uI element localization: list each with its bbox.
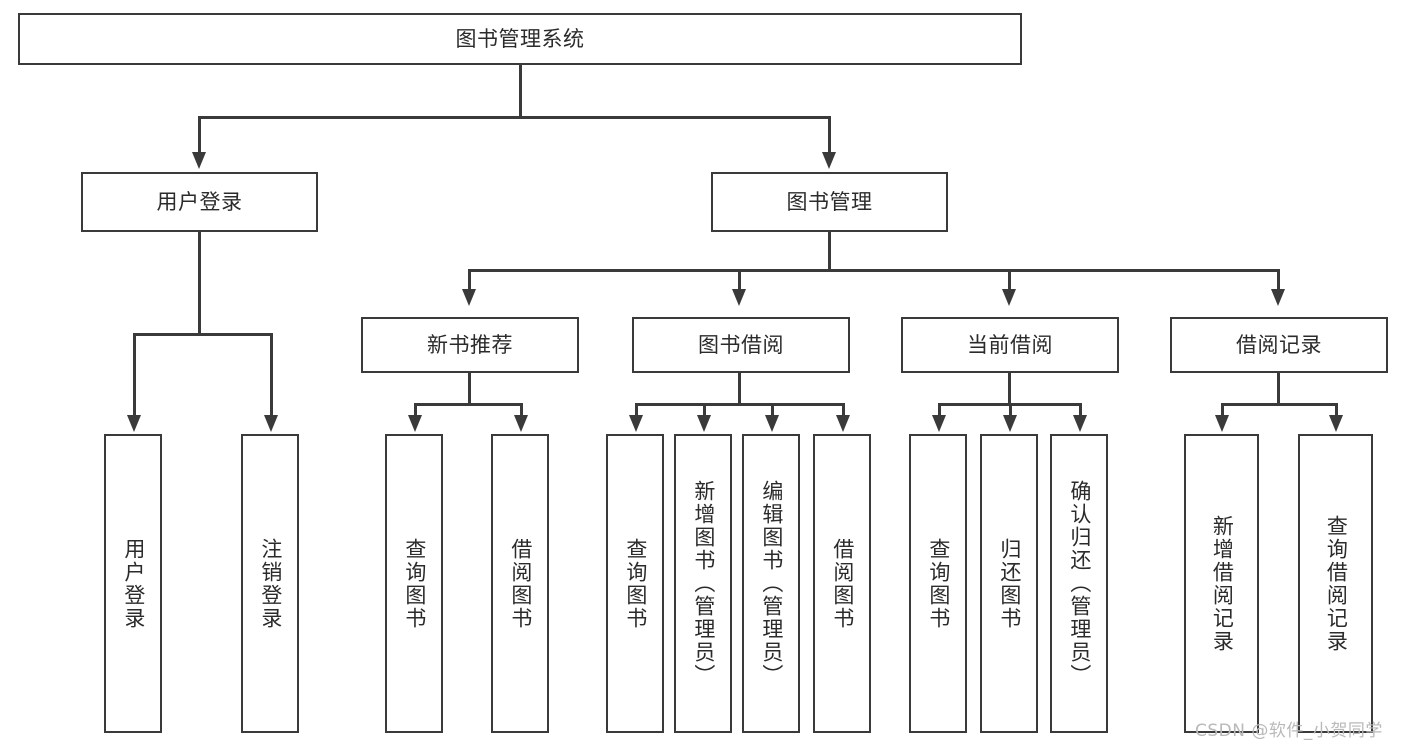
- node-leaf-edit-book[interactable]: 编辑图书（管理员）: [742, 434, 800, 733]
- edge-book-management-bar: [468, 269, 1279, 272]
- node-leaf-borrow-book-1[interactable]: 借阅图书: [491, 434, 549, 733]
- arrow-root-to-book-management: [822, 152, 836, 169]
- arrow-bm-to-book-borrow: [732, 289, 746, 306]
- node-leaf-edit-book-label: 编辑图书（管理员）: [759, 480, 784, 687]
- edge-user-login-bar: [133, 333, 272, 336]
- node-leaf-add-record-label: 新增借阅记录: [1210, 514, 1235, 653]
- node-leaf-return-book-label: 归还图书: [997, 537, 1022, 630]
- arrow-bm-to-current-borrow: [1002, 289, 1016, 306]
- arrow-bb-to-leaf-1: [629, 415, 643, 432]
- node-root-label: 图书管理系统: [455, 26, 585, 51]
- edge-br-to-leaf-1: [1221, 403, 1224, 417]
- node-user-login-label: 用户登录: [156, 189, 243, 214]
- edge-user-login-to-leaf-1: [133, 333, 136, 417]
- arrow-user-login-to-leaf-2: [264, 415, 278, 432]
- node-leaf-confirm-return[interactable]: 确认归还（管理员）: [1050, 434, 1108, 733]
- edge-cb-to-leaf-3: [1079, 403, 1082, 417]
- node-user-login[interactable]: 用户登录: [81, 172, 318, 232]
- node-current-borrow-label: 当前借阅: [967, 332, 1053, 357]
- node-current-borrow[interactable]: 当前借阅: [901, 317, 1119, 373]
- node-leaf-add-record[interactable]: 新增借阅记录: [1184, 434, 1259, 733]
- node-leaf-query-book-1-label: 查询图书: [402, 537, 427, 630]
- node-leaf-query-record-label: 查询借阅记录: [1324, 514, 1349, 653]
- node-leaf-logout-label: 注销登录: [258, 537, 283, 630]
- node-leaf-confirm-return-label: 确认归还（管理员）: [1067, 480, 1092, 687]
- arrow-user-login-to-leaf-1: [127, 415, 141, 432]
- edge-borrow-record-stem: [1277, 373, 1280, 405]
- edge-br-to-leaf-2: [1335, 403, 1338, 417]
- edge-cb-to-leaf-1: [938, 403, 941, 417]
- arrow-cb-to-leaf-3: [1073, 415, 1087, 432]
- edge-bm-to-book-borrow: [738, 269, 741, 291]
- edge-book-borrow-stem: [738, 373, 741, 405]
- edge-user-login-to-leaf-2: [270, 333, 273, 417]
- node-leaf-borrow-book-1-label: 借阅图书: [508, 537, 533, 630]
- edge-root-to-user-login: [198, 116, 201, 154]
- node-leaf-query-book-1[interactable]: 查询图书: [385, 434, 443, 733]
- arrow-cb-to-leaf-2: [1003, 415, 1017, 432]
- edge-new-book-to-leaf-1: [414, 403, 417, 417]
- node-leaf-borrow-book-2-label: 借阅图书: [830, 537, 855, 630]
- node-leaf-query-record[interactable]: 查询借阅记录: [1298, 434, 1373, 733]
- node-leaf-query-book-3-label: 查询图书: [926, 537, 951, 630]
- edge-bm-to-new-book: [468, 269, 471, 291]
- node-new-book-recommend-label: 新书推荐: [427, 332, 513, 357]
- node-leaf-add-book-label: 新增图书（管理员）: [691, 480, 716, 687]
- node-leaf-add-book[interactable]: 新增图书（管理员）: [674, 434, 732, 733]
- edge-root-stem: [519, 65, 522, 117]
- node-leaf-user-login[interactable]: 用户登录: [104, 434, 162, 733]
- edge-bb-to-leaf-4: [842, 403, 845, 417]
- node-leaf-borrow-book-2[interactable]: 借阅图书: [813, 434, 871, 733]
- edge-borrow-record-bar: [1221, 403, 1337, 406]
- edge-bm-to-borrow-record: [1277, 269, 1280, 291]
- edge-book-borrow-bar: [635, 403, 844, 406]
- arrow-br-to-leaf-1: [1215, 415, 1229, 432]
- node-leaf-query-book-3[interactable]: 查询图书: [909, 434, 967, 733]
- arrow-bb-to-leaf-3: [765, 415, 779, 432]
- arrow-bb-to-leaf-4: [836, 415, 850, 432]
- node-root[interactable]: 图书管理系统: [18, 13, 1022, 65]
- edge-new-book-to-leaf-2: [520, 403, 523, 417]
- arrow-root-to-user-login: [192, 152, 206, 169]
- node-book-management-label: 图书管理: [786, 189, 873, 214]
- node-borrow-record[interactable]: 借阅记录: [1170, 317, 1388, 373]
- edge-bb-to-leaf-1: [635, 403, 638, 417]
- arrow-bm-to-borrow-record: [1271, 289, 1285, 306]
- edge-new-book-stem: [468, 373, 471, 405]
- edge-new-book-bar: [414, 403, 522, 406]
- arrow-br-to-leaf-2: [1329, 415, 1343, 432]
- node-borrow-record-label: 借阅记录: [1236, 332, 1322, 357]
- arrow-bb-to-leaf-2: [697, 415, 711, 432]
- node-leaf-logout[interactable]: 注销登录: [241, 434, 299, 733]
- edge-book-management-stem: [828, 232, 831, 271]
- node-book-management[interactable]: 图书管理: [711, 172, 948, 232]
- node-leaf-return-book[interactable]: 归还图书: [980, 434, 1038, 733]
- edge-current-borrow-stem: [1008, 373, 1011, 405]
- edge-root-bar: [198, 116, 830, 119]
- edge-bm-to-current-borrow: [1008, 269, 1011, 291]
- arrow-cb-to-leaf-1: [932, 415, 946, 432]
- edge-user-login-stem: [198, 232, 201, 334]
- node-leaf-query-book-2-label: 查询图书: [623, 537, 648, 630]
- edge-bb-to-leaf-3: [771, 403, 774, 417]
- arrow-new-book-to-leaf-2: [514, 415, 528, 432]
- arrow-bm-to-new-book: [462, 289, 476, 306]
- node-book-borrow-label: 图书借阅: [698, 332, 784, 357]
- arrow-new-book-to-leaf-1: [408, 415, 422, 432]
- edge-bb-to-leaf-2: [703, 403, 706, 417]
- node-leaf-user-login-label: 用户登录: [121, 537, 146, 630]
- node-leaf-query-book-2[interactable]: 查询图书: [606, 434, 664, 733]
- node-book-borrow[interactable]: 图书借阅: [632, 317, 850, 373]
- edge-cb-to-leaf-2: [1009, 403, 1012, 417]
- node-new-book-recommend[interactable]: 新书推荐: [361, 317, 579, 373]
- edge-root-to-book-management: [828, 116, 831, 154]
